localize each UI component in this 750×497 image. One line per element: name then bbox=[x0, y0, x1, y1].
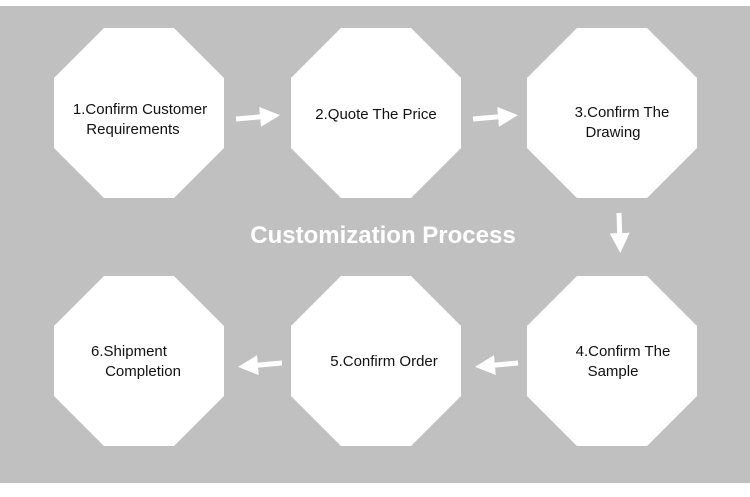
diagram-title: Customization Process bbox=[250, 222, 515, 249]
step-1-label-line2: Requirements bbox=[86, 121, 179, 138]
step-3-octagon bbox=[527, 28, 697, 198]
step-1: 1.Confirm Customer Requirements bbox=[54, 28, 224, 198]
step-2: 2.Quote The Price bbox=[291, 28, 461, 198]
step-1-label-line1: 1.Confirm Customer bbox=[73, 101, 207, 118]
step-3: 3.Confirm The Drawing bbox=[527, 28, 697, 198]
step-2-label-line1: 2.Quote The Price bbox=[315, 106, 436, 123]
step-2-octagon bbox=[291, 28, 461, 198]
step-5-label-line1: 5.Confirm Order bbox=[330, 353, 438, 370]
step-4-octagon bbox=[527, 276, 697, 446]
arrow-left-icon bbox=[475, 355, 519, 376]
step-5-octagon bbox=[291, 276, 461, 446]
step-4-label-line1: 4.Confirm The bbox=[576, 343, 671, 360]
step-3-label-line1: 3.Confirm The bbox=[575, 104, 670, 121]
arrow-down-icon bbox=[609, 212, 630, 253]
step-4-label-line2: Sample bbox=[588, 363, 639, 380]
step-6-octagon bbox=[54, 276, 224, 446]
step-4: 4.Confirm The Sample bbox=[527, 276, 697, 446]
step-6-label-line2: Completion bbox=[105, 363, 181, 380]
step-3-label-line2: Drawing bbox=[585, 124, 640, 141]
step-1-octagon bbox=[54, 28, 224, 198]
arrow-left-icon bbox=[238, 355, 283, 376]
arrow-right-icon bbox=[472, 106, 518, 127]
step-6: 6.Shipment Completion bbox=[54, 276, 224, 446]
step-5: 5.Confirm Order bbox=[291, 276, 461, 446]
arrow-right-icon bbox=[235, 106, 280, 127]
step-6-label-line1: 6.Shipment bbox=[91, 343, 168, 360]
